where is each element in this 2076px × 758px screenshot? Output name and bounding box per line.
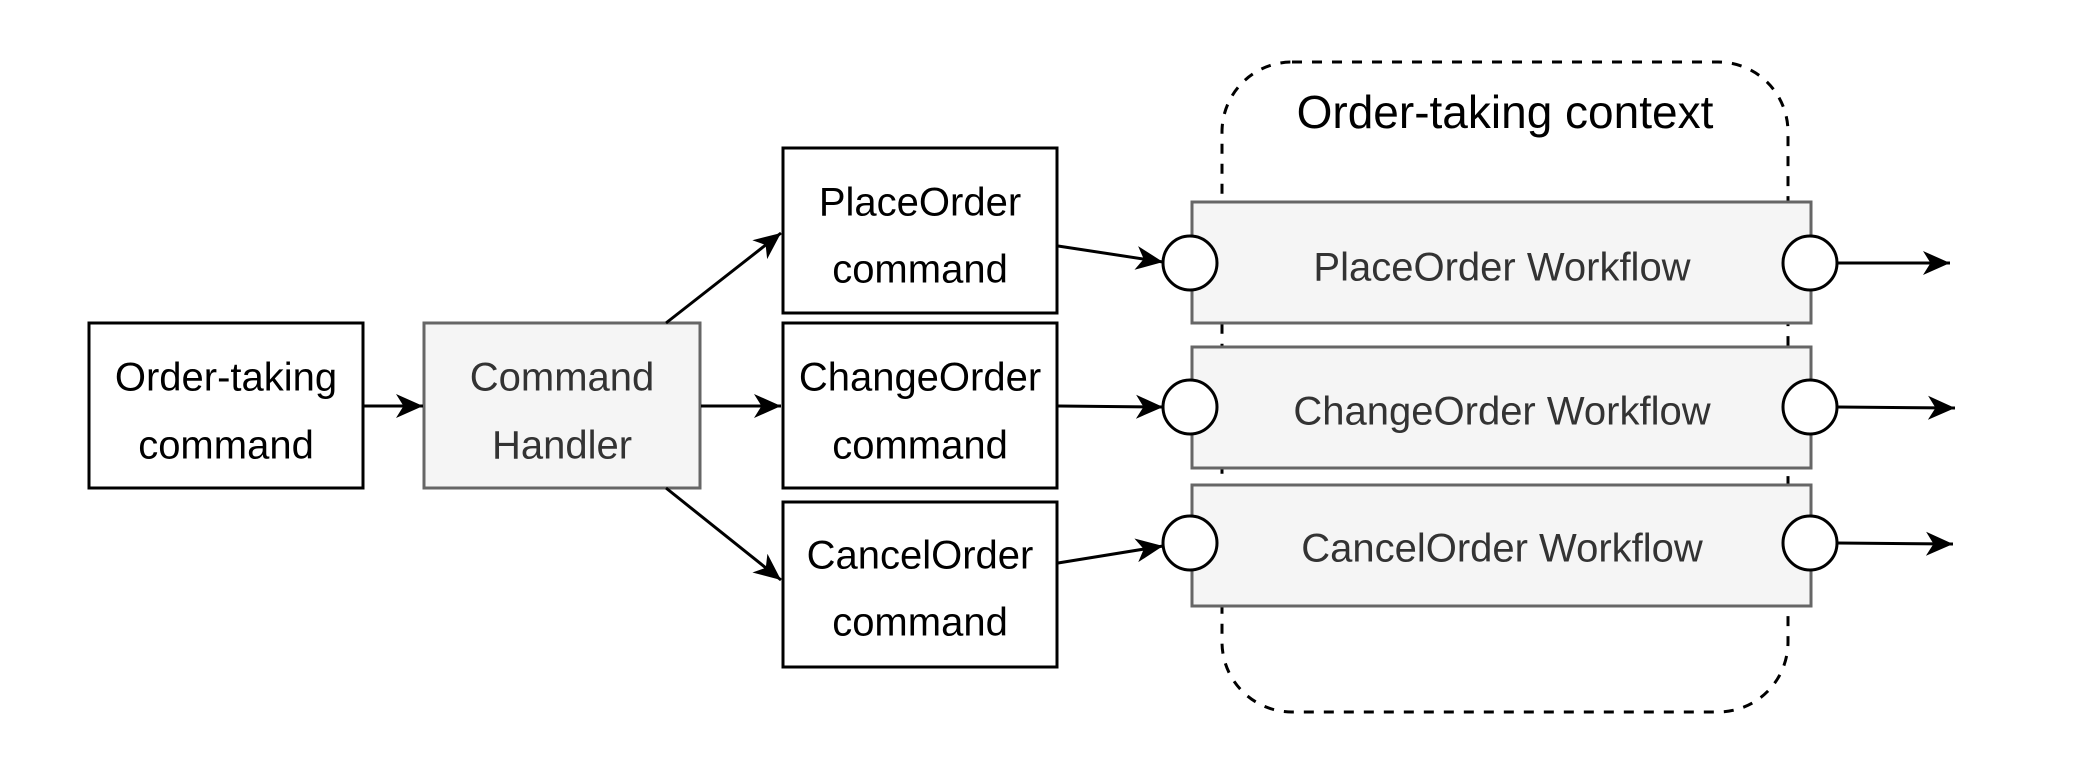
change-order-input-port <box>1161 378 1219 436</box>
cancel-order-command-node[interactable]: CancelOrder command <box>781 500 1059 669</box>
arrow-change-order-to-workflow <box>1057 394 1164 419</box>
change-order-command-node[interactable]: ChangeOrder command <box>781 321 1059 490</box>
arrow-cancel-order-workflow-output <box>1836 531 1954 556</box>
place-order-input-port <box>1161 234 1219 292</box>
command-handler-label-line1: Command <box>470 356 655 400</box>
order-taking-command-label-line2: command <box>138 424 314 468</box>
place-order-command-node[interactable]: PlaceOrder command <box>781 146 1059 315</box>
place-order-output-port <box>1781 234 1839 292</box>
arrow-handler-to-place-order <box>665 231 782 325</box>
place-order-command-label-line2: command <box>832 248 1008 292</box>
arrow-handler-to-cancel-order <box>665 486 782 582</box>
cancel-order-workflow-label: CancelOrder Workflow <box>1301 527 1703 571</box>
place-order-command-label-line1: PlaceOrder <box>819 181 1021 225</box>
connectors <box>364 231 1956 582</box>
cancel-order-workflow-node[interactable]: CancelOrder Workflow <box>1190 483 1813 608</box>
place-order-workflow-node[interactable]: PlaceOrder Workflow <box>1190 200 1813 325</box>
place-order-workflow-label: PlaceOrder Workflow <box>1313 246 1690 290</box>
arrow-place-order-to-workflow <box>1057 244 1164 270</box>
order-taking-command-label-line1: Order-taking <box>115 356 337 400</box>
cancel-order-output-port <box>1781 514 1839 572</box>
ports <box>1161 234 1839 572</box>
change-order-output-port <box>1781 378 1839 436</box>
order-taking-command-node[interactable]: Order-taking command <box>87 321 365 490</box>
bounded-context-title: Order-taking context <box>1297 86 1714 138</box>
command-handler-node[interactable]: Command Handler <box>422 321 702 490</box>
command-handler-label-line2: Handler <box>492 424 632 468</box>
cancel-order-input-port <box>1161 514 1219 572</box>
change-order-command-label-line2: command <box>832 424 1008 468</box>
change-order-workflow-label: ChangeOrder Workflow <box>1293 390 1710 434</box>
arrow-change-order-workflow-output <box>1836 395 1956 420</box>
arrow-cancel-order-to-workflow <box>1057 538 1164 565</box>
change-order-workflow-node[interactable]: ChangeOrder Workflow <box>1190 345 1813 470</box>
cancel-order-command-label-line1: CancelOrder <box>807 534 1034 578</box>
change-order-command-label-line1: ChangeOrder <box>799 356 1041 400</box>
cancel-order-command-label-line2: command <box>832 601 1008 645</box>
